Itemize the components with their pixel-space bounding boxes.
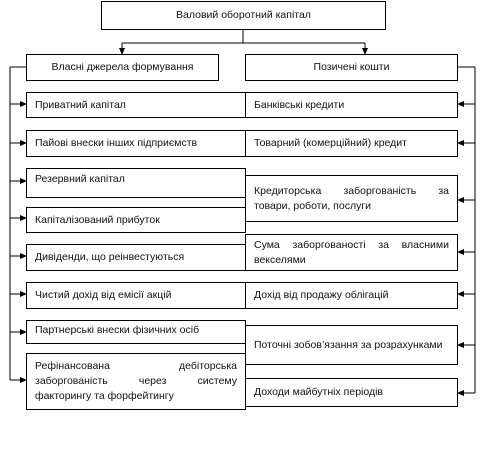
borrowed-fund-item: Товарний (комерційний) кредит — [245, 130, 458, 157]
own-sources-header: Власні джерела формування — [26, 54, 219, 81]
borrowed-fund-item: Дохід від продажу облігацій — [245, 282, 458, 309]
own-source-item: Рефінансована дебіторська заборгованість… — [26, 353, 246, 410]
own-source-item: Приватний капітал — [26, 92, 246, 118]
borrowed-funds-header: Позичені кошти — [245, 54, 458, 81]
own-source-item: Резервний капітал — [26, 168, 246, 198]
own-source-item: Чистий дохід від емісії акцій — [26, 282, 246, 309]
borrowed-fund-item: Кредиторська заборгованість за товари, р… — [245, 175, 458, 222]
own-source-item: Дивіденди, що реінвестуються — [26, 244, 246, 271]
own-sources-title: Власні джерела формування — [51, 61, 194, 73]
borrowed-fund-item: Поточні зобов’язання за розрахунками — [245, 325, 458, 365]
borrowed-fund-item: Доходи майбутніх періодів — [245, 378, 458, 407]
borrowed-funds-title: Позичені кошти — [313, 61, 390, 73]
borrowed-fund-item: Сума заборгованості за власними векселям… — [245, 234, 458, 271]
own-source-item: Пайові внески інших підприємств — [26, 130, 246, 157]
root-label: Валовий оборотний капітал — [176, 9, 311, 21]
own-source-item: Капіталізований прибуток — [26, 207, 246, 233]
root-box: Валовий оборотний капітал — [101, 1, 386, 30]
borrowed-fund-item: Банківські кредити — [245, 92, 458, 118]
own-source-item: Партнерські внески фізичних осіб — [26, 320, 246, 344]
